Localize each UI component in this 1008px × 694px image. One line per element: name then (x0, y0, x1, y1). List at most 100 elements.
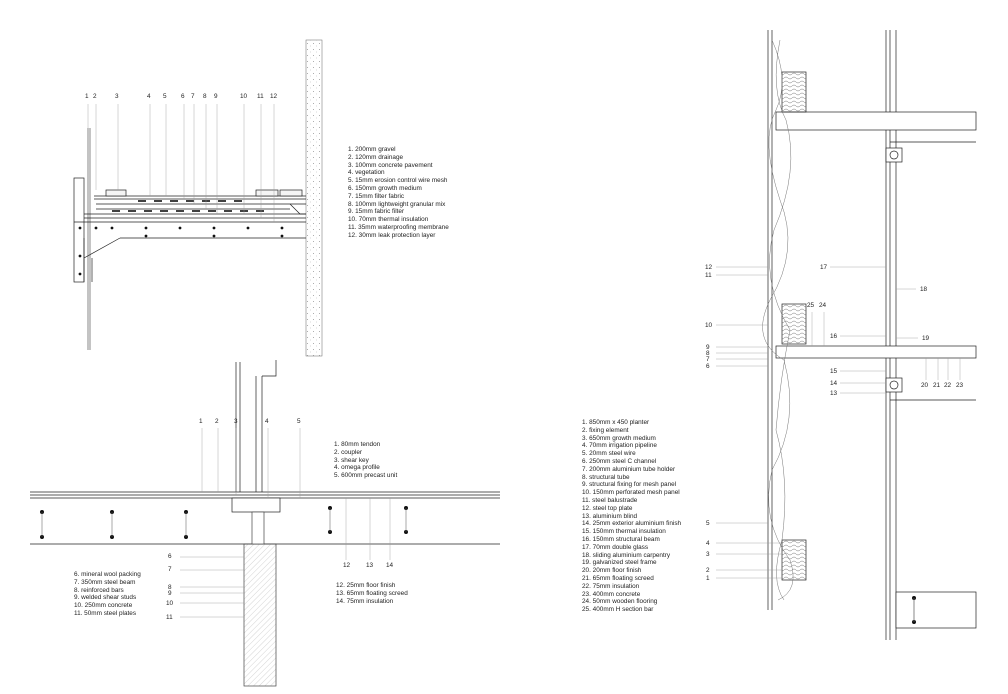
legend-item: 7. 350mm steel beam (74, 578, 136, 586)
legend-item: 1. 850mm x 450 planter (582, 419, 650, 426)
legend-item: 20. 20mm floor finish (582, 567, 642, 575)
facade-callout: 22 (944, 382, 952, 389)
legend-item: 12. steel top plate (582, 504, 633, 512)
facade-detail-drawing (716, 30, 977, 640)
roof-callout: 1 (85, 93, 89, 100)
floor-callout: 3 (234, 418, 238, 425)
facade-callout: 9 (706, 344, 710, 351)
facade-callout: 20 (921, 382, 929, 389)
roof-callout: 10 (240, 93, 248, 100)
roof-legend: 1. 200mm gravel 2. 120mm drainage 3. 100… (348, 146, 449, 240)
legend-item: 12. 30mm leak protection layer (348, 231, 436, 239)
facade-callout: 1 (706, 575, 710, 582)
facade-callout: 2 (706, 567, 710, 574)
legend-item: 11. 50mm steel plates (74, 609, 137, 617)
legend-item: 3. 100mm concrete pavement (348, 161, 433, 169)
legend-item: 8. 100mm lightweight granular mix (348, 200, 446, 208)
facade-callout: 10 (705, 322, 713, 329)
facade-callout: 21 (933, 382, 941, 389)
legend-item: 16. 150mm structural beam (582, 535, 660, 543)
legend-item: 17. 70mm double glass (582, 543, 649, 551)
legend-item: 8. structural tube (582, 473, 630, 481)
legend-item: 21. 65mm floating screed (582, 574, 654, 582)
floor-callout: 5 (297, 418, 301, 425)
legend-item: 9. 15mm fabric filter (348, 208, 405, 216)
floor-callout: 7 (168, 566, 172, 573)
legend-item: 10. 250mm concrete (74, 602, 133, 610)
legend-item: 12. 25mm floor finish (336, 582, 396, 589)
facade-callout: 16 (830, 333, 838, 340)
facade-callout: 15 (830, 368, 838, 375)
facade-callout: 23 (956, 382, 964, 389)
legend-item: 5. 20mm steel wire (582, 450, 636, 458)
facade-callout: 7 (706, 356, 710, 363)
roof-callout: 8 (203, 93, 207, 100)
legend-item: 11. steel balustrade (582, 496, 638, 504)
floor-callout: 9 (168, 590, 172, 597)
floor-right-legend: 12. 25mm floor finish 13. 65mm floating … (336, 582, 408, 605)
legend-item: 1. 200mm gravel (348, 146, 396, 153)
legend-item: 2. 120mm drainage (348, 153, 404, 161)
legend-item: 6. mineral wool packing (74, 571, 141, 578)
floor-callout: 11 (166, 614, 173, 621)
legend-item: 6. 150mm growth medium (348, 184, 422, 192)
facade-callout: 6 (706, 363, 710, 370)
roof-callout: 2 (93, 93, 97, 100)
legend-item: 4. 70mm irrigation pipeline (582, 442, 657, 450)
legend-item: 7. 15mm filter fabric (348, 192, 405, 200)
legend-item: 3. shear key (334, 456, 369, 464)
legend-item: 23. 400mm concrete (582, 590, 641, 598)
roof-callout: 11 (257, 93, 264, 100)
legend-item: 25. 400mm H section bar (582, 606, 654, 614)
facade-callout: 25 (807, 302, 815, 309)
legend-item: 8. reinforced bars (74, 586, 124, 594)
legend-item: 1. 80mm tendon (334, 441, 381, 448)
facade-callout: 24 (819, 302, 827, 309)
facade-callout: 5 (706, 520, 710, 527)
floor-left-legend: 6. mineral wool packing 7. 350mm steel b… (74, 571, 141, 618)
legend-item: 7. 200mm aluminium tube holder (582, 465, 676, 473)
legend-item: 19. galvanized steel frame (582, 559, 657, 567)
legend-item: 22. 75mm insulation (582, 582, 640, 590)
facade-callout: 8 (706, 350, 710, 357)
facade-legend: 1. 850mm x 450 planter 2. fixing element… (582, 419, 681, 614)
floor-callout: 2 (215, 418, 219, 425)
legend-item: 2. coupler (334, 448, 363, 456)
legend-item: 2. fixing element (582, 426, 629, 434)
legend-item: 5. 600mm precast unit (334, 472, 398, 480)
legend-item: 10. 70mm thermal insulation (348, 216, 429, 224)
legend-item: 9. structural fixing for mesh panel (582, 481, 677, 489)
roof-callout: 9 (214, 93, 218, 100)
legend-item: 24. 50mm wooden flooring (582, 598, 658, 606)
floor-callout: 10 (166, 600, 174, 607)
legend-item: 4. vegetation (348, 169, 385, 177)
floor-detail-drawing (30, 360, 500, 687)
legend-item: 13. 65mm floating screed (336, 589, 408, 597)
legend-item: 10. 150mm perforated mesh panel (582, 489, 680, 497)
floor-callout: 14 (386, 562, 394, 569)
floor-callout: 1 (199, 418, 203, 425)
facade-callout: 13 (830, 390, 838, 397)
facade-callout: 3 (706, 551, 710, 558)
roof-callout: 6 (181, 93, 185, 100)
facade-callout: 4 (706, 540, 710, 547)
floor-top-legend: 1. 80mm tendon 2. coupler 3. shear key 4… (334, 441, 397, 480)
legend-item: 15. 150mm thermal insulation (582, 528, 666, 536)
legend-item: 18. sliding aluminium carpentry (582, 551, 671, 559)
legend-item: 4. omega profile (334, 464, 380, 472)
roof-callout: 12 (270, 93, 278, 100)
legend-item: 14. 75mm insulation (336, 597, 394, 605)
floor-callout: 13 (366, 562, 374, 569)
legend-item: 6. 250mm steel C channel (582, 457, 657, 465)
facade-callout: 11 (705, 272, 712, 279)
legend-item: 3. 650mm growth medium (582, 434, 656, 442)
floor-callout: 4 (265, 418, 269, 425)
facade-callout: 17 (820, 264, 828, 271)
floor-callout: 6 (168, 553, 172, 560)
roof-callout: 5 (163, 93, 167, 100)
legend-item: 11. 35mm waterproofing membrane (348, 223, 449, 231)
roof-detail-drawing (73, 39, 323, 357)
legend-item: 9. welded shear studs (74, 594, 137, 602)
floor-callout: 12 (343, 562, 351, 569)
